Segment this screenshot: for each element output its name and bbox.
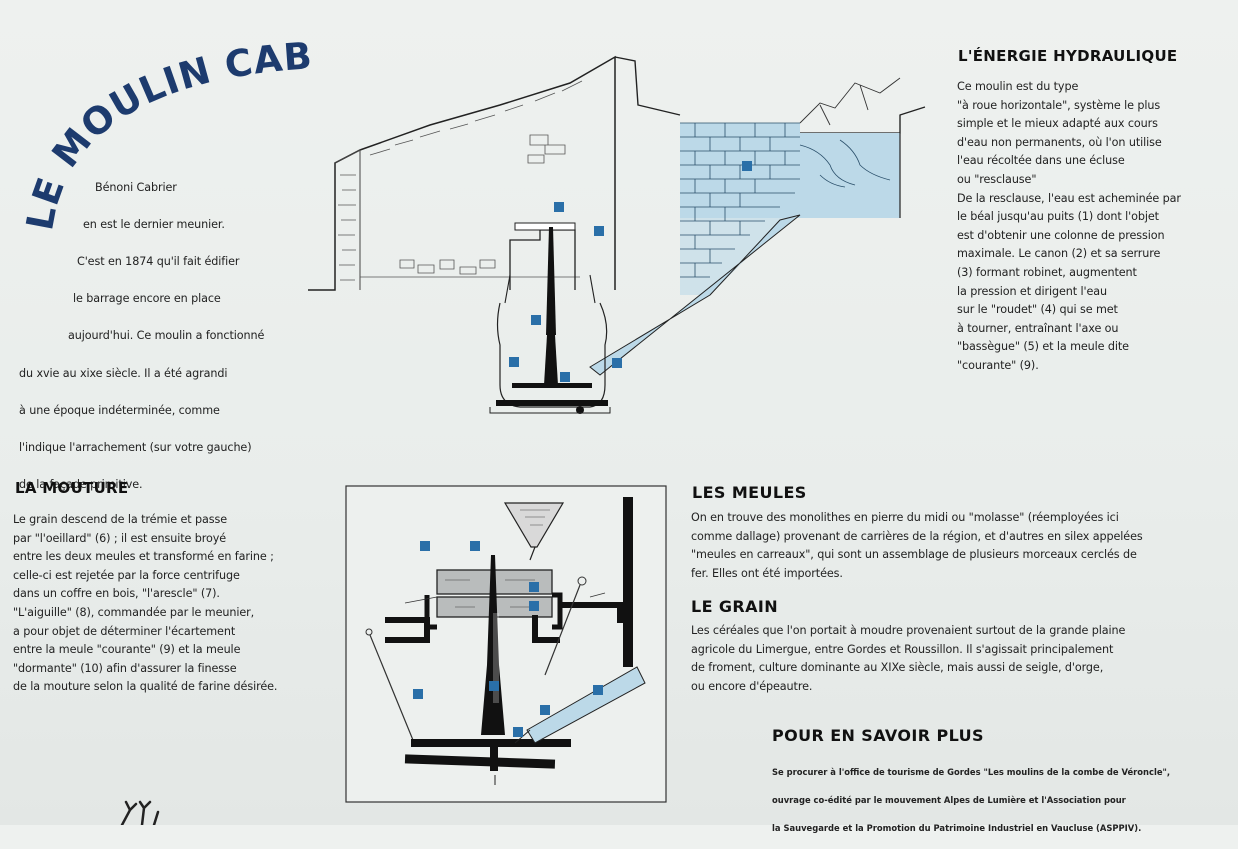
energie-line: sur le "roudet" (4) qui se met bbox=[957, 303, 1118, 317]
grain-line: agricole du Limergue, entre Gordes et Ro… bbox=[691, 642, 1114, 656]
marker-2 bbox=[554, 202, 564, 212]
marker-7 bbox=[612, 358, 622, 368]
marker-b bbox=[470, 541, 480, 551]
energie-line: le béal jusqu'au puits (1) dont l'objet bbox=[957, 210, 1159, 224]
energie-line: (3) formant robinet, augmentent bbox=[957, 265, 1137, 279]
savoir-line: Se procurer à l'office de tourisme de Go… bbox=[772, 767, 1171, 777]
grinding-mechanism-diagram bbox=[345, 485, 667, 803]
energie-line: à tourner, entraînant l'axe ou bbox=[957, 321, 1119, 335]
mouture-line: entre les deux meules et transformé en f… bbox=[13, 550, 274, 564]
intro-line: en est le dernier meunier. bbox=[83, 217, 225, 231]
grain-heading: LE GRAIN bbox=[691, 597, 779, 616]
intro-line: du xvie au xixe siècle. Il a été agrandi bbox=[19, 366, 228, 380]
top-markers bbox=[509, 161, 752, 382]
energie-line: l'eau récoltée dans une écluse bbox=[957, 154, 1125, 168]
intro-line: Bénoni Cabrier bbox=[95, 180, 177, 194]
energie-line: la pression et dirigent l'eau bbox=[957, 284, 1107, 298]
marker-c bbox=[529, 582, 539, 592]
marker-6 bbox=[560, 372, 570, 382]
savoir-line: ouvrage co-édité par le mouvement Alpes … bbox=[772, 795, 1126, 805]
meules-text: On en trouve des monolithes en pierre du… bbox=[691, 509, 1231, 583]
mouture-heading: LA MOUTURE bbox=[15, 479, 129, 497]
mouture-line: dans un coffre en bois, "l'arescle" (7). bbox=[13, 587, 220, 601]
marker-5 bbox=[509, 357, 519, 367]
intro-line: aujourd'hui. Ce moulin a fonctionné bbox=[68, 329, 265, 343]
mouture-line: "L'aiguille" (8), commandée par le meuni… bbox=[13, 605, 255, 619]
intro-text: Bénoni Cabrier en est le dernier meunier… bbox=[0, 160, 320, 513]
marker-4 bbox=[531, 315, 541, 325]
energie-line: "bassègue" (5) et la meule dite bbox=[957, 340, 1129, 354]
intro-line: l'indique l'arrachement (sur votre gauch… bbox=[19, 440, 252, 454]
energie-line: maximale. Le canon (2) et sa serrure bbox=[957, 247, 1161, 261]
marker-h bbox=[593, 685, 603, 695]
mouture-line: celle-ci est rejetée par la force centri… bbox=[13, 568, 240, 582]
mill-cross-section-diagram bbox=[308, 55, 926, 414]
marker-3 bbox=[594, 226, 604, 236]
energie-line: simple et le mieux adapté aux cours bbox=[957, 117, 1158, 131]
mouture-line: "dormante" (10) afin d'assurer la finess… bbox=[13, 661, 237, 675]
savoir-heading: POUR EN SAVOIR PLUS bbox=[772, 726, 984, 745]
title-arc: LE MOULIN CABRIER bbox=[0, 0, 313, 234]
energie-line: De la resclause, l'eau est acheminée par bbox=[957, 191, 1181, 205]
mouture-line: Le grain descend de la trémie et passe bbox=[13, 513, 228, 526]
bottom-markers bbox=[413, 541, 603, 737]
mouture-line: entre la meule "courante" (9) et la meul… bbox=[13, 643, 241, 657]
plant-logo-icon bbox=[120, 800, 160, 825]
energie-line: ou "resclause" bbox=[957, 172, 1037, 186]
grain-text: Les céréales que l'on portait à moudre p… bbox=[691, 622, 1231, 696]
savoir-text: Se procurer à l'office de tourisme de Go… bbox=[772, 751, 1232, 849]
intro-line: C'est en 1874 qu'il fait édifier bbox=[77, 254, 240, 268]
energie-line: d'eau non permanents, où l'on utilise bbox=[957, 135, 1162, 149]
energie-line: Ce moulin est du type bbox=[957, 80, 1079, 93]
meules-line: On en trouve des monolithes en pierre du… bbox=[691, 511, 1119, 524]
intro-line: le barrage encore en place bbox=[73, 292, 221, 306]
energie-line: "courante" (9). bbox=[957, 358, 1039, 372]
mouture-text: Le grain descend de la trémie et passe p… bbox=[13, 511, 343, 697]
marker-a bbox=[420, 541, 430, 551]
mouture-line: par "l'oeillard" (6) ; il est ensuite br… bbox=[13, 531, 227, 545]
meules-line: "meules en carreaux", qui sont un assemb… bbox=[691, 548, 1137, 562]
marker-g bbox=[540, 705, 550, 715]
meules-line: fer. Elles ont été importées. bbox=[691, 566, 843, 580]
mouture-line: a pour objet de déterminer l'écartement bbox=[13, 624, 236, 638]
energie-line: est d'obtenir une colonne de pression bbox=[957, 228, 1165, 242]
energie-line: "à roue horizontale", système le plus bbox=[957, 98, 1161, 112]
intro-line: à une époque indéterminée, comme bbox=[19, 403, 220, 417]
marker-f bbox=[489, 681, 499, 691]
intro-line: de la façade primitive. bbox=[19, 478, 143, 492]
marker-d bbox=[529, 601, 539, 611]
energie-heading: L'ÉNERGIE HYDRAULIQUE bbox=[958, 47, 1178, 65]
savoir-line: la Sauvegarde et la Promotion du Patrimo… bbox=[772, 823, 1142, 833]
meules-heading: LES MEULES bbox=[692, 483, 807, 502]
marker-e bbox=[413, 689, 423, 699]
mouture-line: de la mouture selon la qualité de farine… bbox=[13, 680, 278, 694]
grain-line: Les céréales que l'on portait à moudre p… bbox=[691, 624, 1126, 637]
marker-1 bbox=[742, 161, 752, 171]
grain-line: ou encore d'épeautre. bbox=[691, 679, 813, 693]
meules-line: comme dallage) provenant de carrières de… bbox=[691, 529, 1143, 543]
marker-i bbox=[513, 727, 523, 737]
grain-line: de froment, culture dominante au XIXe si… bbox=[691, 661, 1104, 675]
energie-text: Ce moulin est du type "à roue horizontal… bbox=[957, 78, 1237, 376]
